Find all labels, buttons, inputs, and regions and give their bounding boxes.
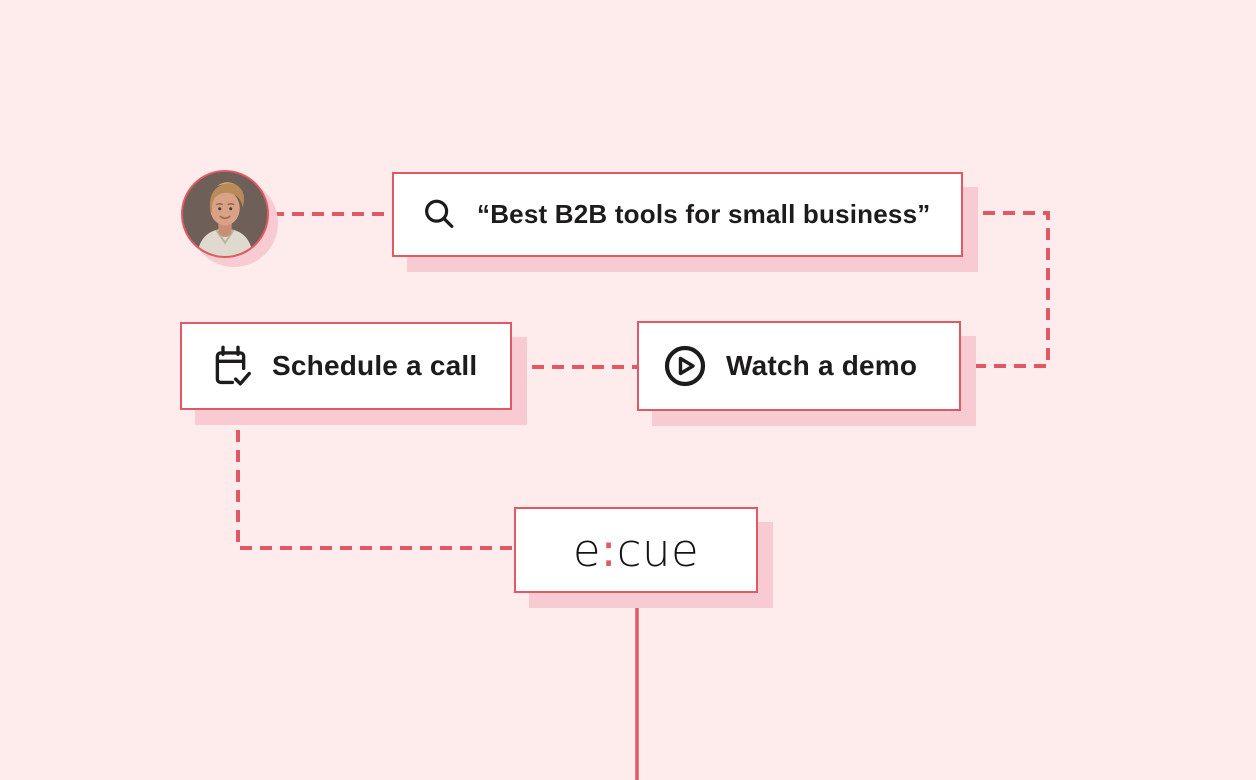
search-query-text: “Best B2B tools for small business” (477, 199, 931, 229)
schedule-call-button[interactable]: Schedule a call (180, 322, 512, 410)
ecue-logo-colon: : (601, 523, 617, 577)
ecue-logo: e:cue (573, 528, 699, 573)
connector-search-to-demo (961, 211, 1050, 368)
watch-demo-label: Watch a demo (726, 350, 918, 381)
watch-demo-button[interactable]: Watch a demo (637, 321, 961, 411)
schedule-call-label: Schedule a call (272, 350, 478, 381)
ecue-logo-box: e:cue (514, 507, 758, 593)
connector-schedule-to-logo (236, 410, 514, 550)
search-query-box[interactable]: “Best B2B tools for small business” (392, 172, 963, 257)
play-circle-icon (662, 343, 708, 389)
ecue-logo-suffix: cue (616, 523, 700, 577)
calendar-check-icon (208, 343, 253, 389)
search-icon (420, 196, 458, 234)
person-avatar-image (183, 172, 267, 256)
person-avatar (181, 170, 269, 258)
ecue-logo-prefix: e (572, 523, 602, 577)
avatar (181, 170, 278, 267)
